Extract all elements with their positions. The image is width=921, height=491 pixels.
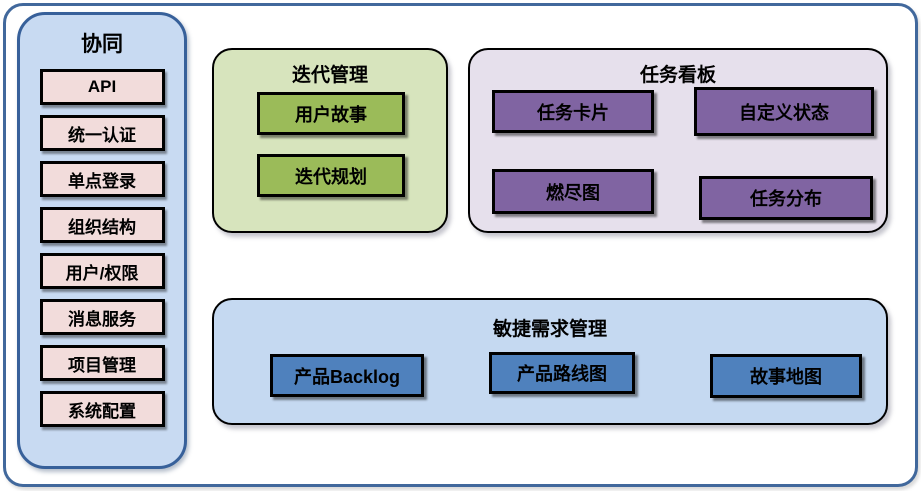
sidebar-item-sso: 单点登录	[39, 161, 165, 197]
custom-status-block: 自定义状态	[694, 87, 874, 136]
sidebar-item-project-management: 项目管理	[39, 345, 165, 381]
product-roadmap-block: 产品路线图	[489, 352, 635, 394]
sidebar-item-system-config: 系统配置	[39, 391, 165, 427]
iteration-management-group: 迭代管理 用户故事 迭代规划	[212, 48, 448, 233]
sidebar-item-user-permissions: 用户/权限	[39, 253, 165, 289]
sidebar-item-message-service: 消息服务	[39, 299, 165, 335]
task-board-group: 任务看板 任务卡片 自定义状态 燃尽图 任务分布	[468, 48, 888, 233]
collaboration-item-list: API 统一认证 单点登录 组织结构 用户/权限 消息服务 项目管理 系统配置	[20, 69, 184, 427]
product-backlog-block: 产品Backlog	[270, 354, 424, 397]
story-map-block: 故事地图	[710, 354, 862, 398]
sidebar-item-unified-auth: 统一认证	[39, 115, 165, 151]
user-story-block: 用户故事	[257, 92, 405, 135]
iteration-management-title: 迭代管理	[291, 65, 368, 86]
burndown-chart-block: 燃尽图	[492, 169, 654, 214]
task-card-block: 任务卡片	[492, 90, 654, 133]
agile-requirements-title: 敏捷需求管理	[492, 319, 607, 340]
task-board-title: 任务看板	[639, 65, 716, 86]
iteration-planning-block: 迭代规划	[257, 154, 405, 197]
task-distribution-block: 任务分布	[699, 176, 873, 220]
sidebar-item-org-structure: 组织结构	[39, 207, 165, 243]
collaboration-panel-title: 协同	[81, 33, 123, 56]
agile-requirements-group: 敏捷需求管理 产品Backlog 产品路线图 故事地图	[212, 298, 888, 425]
collaboration-panel: 协同 API 统一认证 单点登录 组织结构 用户/权限 消息服务 项目管理 系统…	[17, 12, 187, 469]
sidebar-item-api: API	[39, 69, 165, 105]
